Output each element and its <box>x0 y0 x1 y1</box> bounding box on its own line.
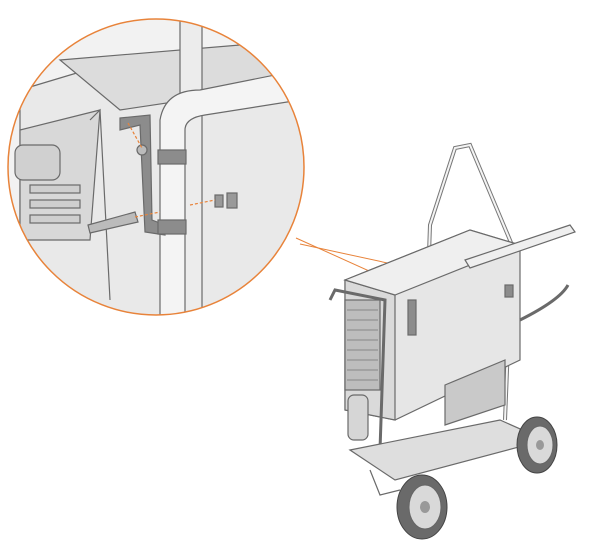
front-wheel <box>516 416 558 474</box>
rear-wheel <box>396 474 448 540</box>
callout-circle <box>7 18 305 316</box>
cart <box>328 142 576 496</box>
detail-callout <box>7 18 305 316</box>
